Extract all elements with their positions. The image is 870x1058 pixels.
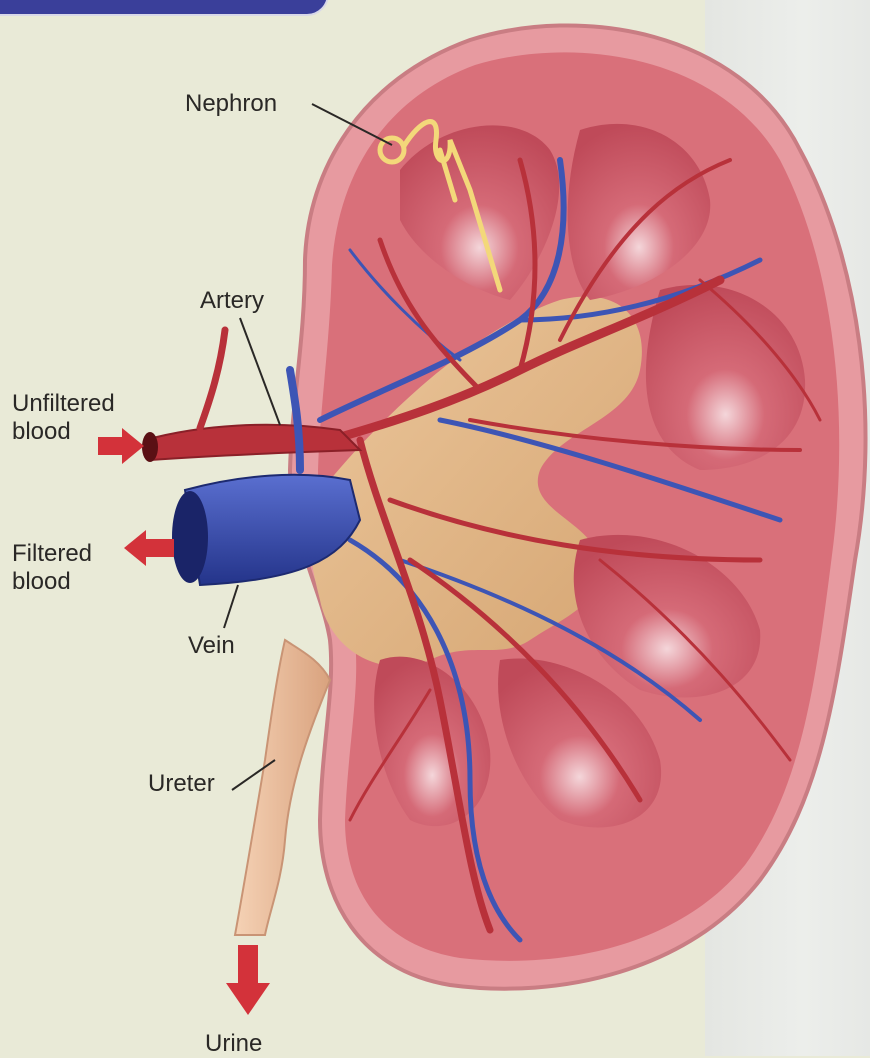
artery-label: Artery bbox=[200, 287, 264, 315]
urine-label: Urine bbox=[205, 1030, 262, 1058]
vein-opening bbox=[172, 491, 208, 583]
vein-leader bbox=[224, 585, 238, 628]
ureter bbox=[235, 640, 330, 935]
nephron-label: Nephron bbox=[185, 90, 277, 118]
ureter-label: Ureter bbox=[148, 770, 215, 798]
unfiltered-blood-label: Unfiltered blood bbox=[12, 390, 115, 446]
artery-leader bbox=[240, 318, 280, 425]
artery-opening bbox=[142, 432, 158, 462]
vein-label: Vein bbox=[188, 632, 235, 660]
artery-branch-up bbox=[200, 330, 225, 428]
urine-arrow bbox=[226, 945, 270, 1015]
filtered-blood-label: Filtered blood bbox=[12, 540, 92, 596]
filtered-blood-arrow bbox=[124, 530, 174, 566]
